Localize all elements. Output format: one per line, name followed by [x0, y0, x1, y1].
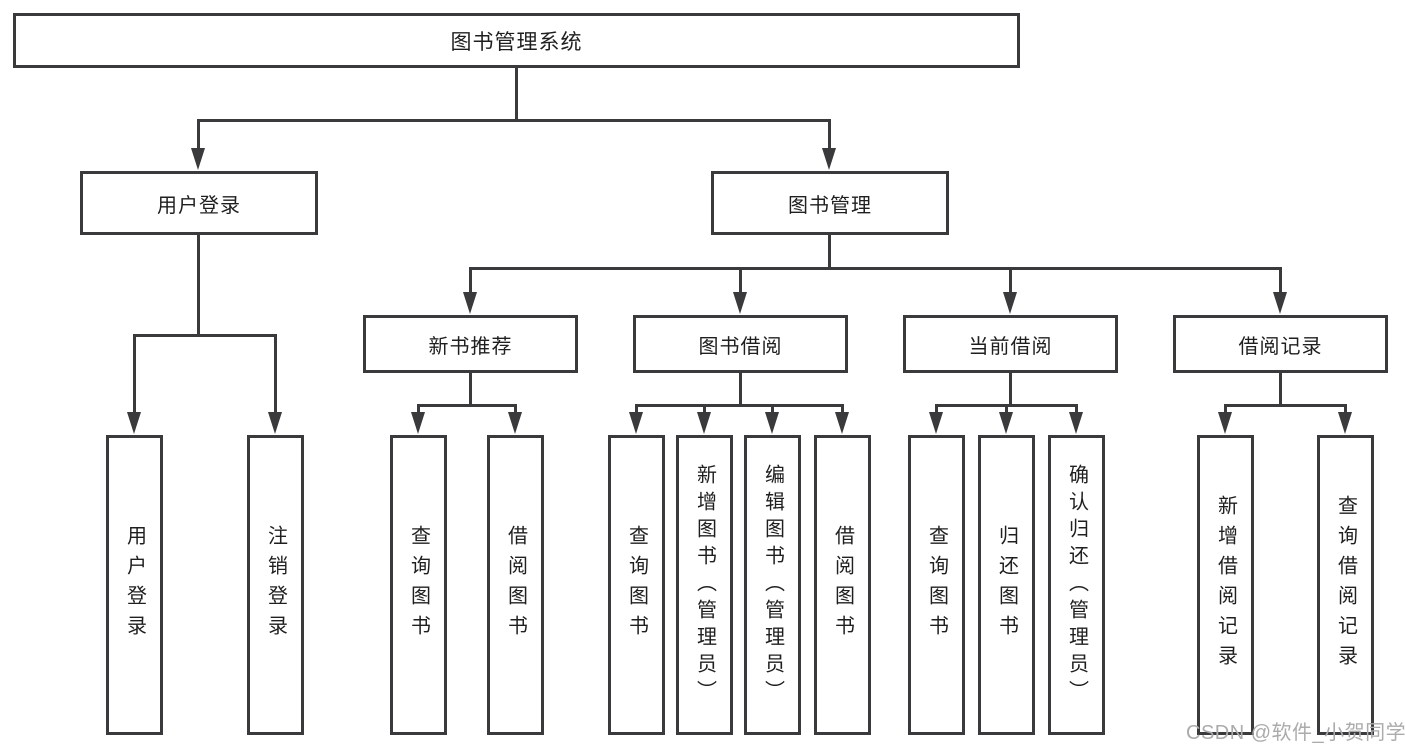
arrowhead [765, 412, 779, 434]
arrowhead [822, 148, 836, 170]
arrowhead [463, 292, 477, 314]
leaf-user-login: 用户登录 [106, 435, 163, 735]
arrowhead [1338, 412, 1352, 434]
leaf-logout-label: 注销登录 [264, 525, 287, 645]
leaf-edit-book-admin: 编辑图书（管理员） [744, 435, 801, 735]
leaf-add-borrow-record-label: 新增借阅记录 [1214, 495, 1237, 675]
leaf-borrow-books-recommend-label: 借阅图书 [504, 525, 527, 645]
node-root: 图书管理系统 [13, 13, 1020, 68]
leaf-edit-book-admin-label: 编辑图书（管理员） [761, 463, 784, 707]
connector-new-book-recommend [417, 373, 517, 416]
node-new-book-recommend-label: 新书推荐 [428, 335, 513, 358]
node-user-login: 用户登录 [80, 171, 318, 235]
arrowhead [411, 412, 425, 434]
arrowhead [508, 412, 522, 434]
arrowhead [999, 412, 1013, 434]
leaf-query-books-borrow-label: 查询图书 [625, 525, 648, 645]
watermark: CSDN @软件_小贺同学 [1186, 722, 1405, 744]
leaf-query-books-current: 查询图书 [908, 435, 965, 735]
node-user-login-label: 用户登录 [157, 194, 241, 217]
node-root-label: 图书管理系统 [450, 30, 583, 54]
node-borrow-records: 借阅记录 [1173, 315, 1388, 373]
connector-root [197, 68, 831, 150]
node-borrow-records-label: 借阅记录 [1238, 335, 1323, 358]
node-book-management: 图书管理 [711, 171, 949, 235]
leaf-confirm-return-admin-label: 确认归还（管理员） [1065, 463, 1088, 707]
connector-user-login [133, 234, 277, 414]
leaf-logout: 注销登录 [247, 435, 304, 735]
leaf-query-borrow-record-label: 查询借阅记录 [1334, 495, 1357, 675]
arrowhead [127, 412, 141, 434]
node-book-management-label: 图书管理 [788, 194, 872, 217]
connector-current-borrow [935, 373, 1078, 416]
leaf-query-books-recommend-label: 查询图书 [407, 525, 430, 645]
connector-borrow-records [1224, 373, 1347, 416]
connector-book-borrow [635, 373, 844, 416]
node-book-borrow: 图书借阅 [633, 315, 848, 373]
arrowhead [191, 148, 205, 170]
leaf-borrow-books-borrow-label: 借阅图书 [831, 525, 854, 645]
leaf-borrow-books-recommend: 借阅图书 [487, 435, 544, 735]
leaf-return-book-label: 归还图书 [995, 525, 1018, 645]
leaf-add-book-admin: 新增图书（管理员） [676, 435, 733, 735]
arrowhead [629, 412, 643, 434]
leaf-query-borrow-record: 查询借阅记录 [1317, 435, 1374, 735]
leaf-return-book: 归还图书 [978, 435, 1035, 735]
arrowhead [929, 412, 943, 434]
node-book-borrow-label: 图书借阅 [698, 335, 783, 358]
arrowhead [835, 412, 849, 434]
leaf-user-login-label: 用户登录 [123, 525, 146, 645]
arrowhead [1218, 412, 1232, 434]
leaf-query-books-current-label: 查询图书 [925, 525, 948, 645]
connector-book-management [469, 234, 1282, 296]
leaf-query-books-recommend: 查询图书 [390, 435, 447, 735]
leaf-add-borrow-record: 新增借阅记录 [1197, 435, 1254, 735]
node-current-borrow-label: 当前借阅 [968, 335, 1053, 358]
node-new-book-recommend: 新书推荐 [363, 315, 578, 373]
node-current-borrow: 当前借阅 [903, 315, 1118, 373]
arrowhead [697, 412, 711, 434]
arrowhead [1003, 292, 1017, 314]
arrowhead [733, 292, 747, 314]
leaf-add-book-admin-label: 新增图书（管理员） [693, 463, 716, 707]
arrowhead [268, 412, 282, 434]
leaf-confirm-return-admin: 确认归还（管理员） [1048, 435, 1105, 735]
arrowhead [1069, 412, 1083, 434]
leaf-borrow-books-borrow: 借阅图书 [814, 435, 871, 735]
leaf-query-books-borrow: 查询图书 [608, 435, 665, 735]
arrowhead [1273, 292, 1287, 314]
